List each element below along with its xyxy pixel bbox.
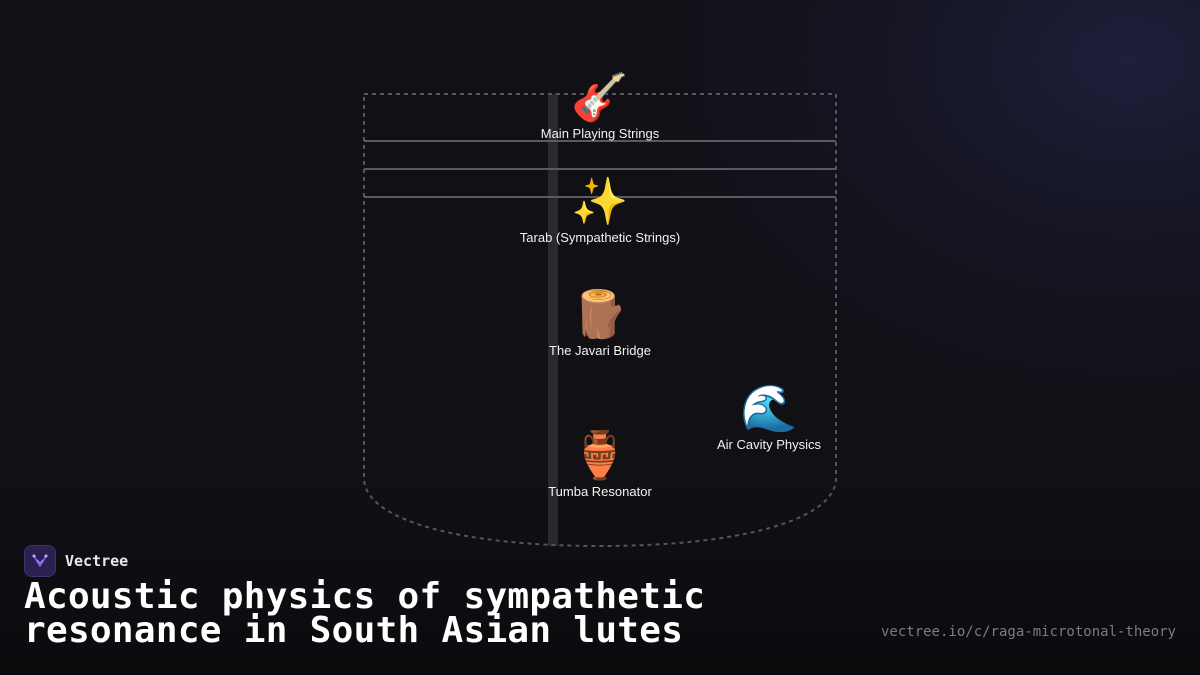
vectree-logo-icon bbox=[24, 545, 56, 577]
sparkles-icon: ✨ bbox=[571, 174, 629, 228]
wave-icon: 🌊 bbox=[740, 381, 798, 435]
node-label: Tarab (Sympathetic Strings) bbox=[519, 230, 681, 245]
instrument-neck bbox=[548, 94, 558, 546]
source-url[interactable]: vectree.io/c/raga-microtonal-theory bbox=[880, 624, 1176, 640]
instrument-body-outline bbox=[363, 93, 837, 548]
node-javari-bridge: 🪵 The Javari Bridge bbox=[480, 287, 720, 358]
wood-log-icon: 🪵 bbox=[571, 287, 629, 341]
node-label: Main Playing Strings bbox=[540, 126, 660, 141]
page-title: Acoustic physics of sympathetic resonanc… bbox=[24, 576, 706, 651]
node-label: Air Cavity Physics bbox=[716, 437, 822, 452]
node-label: The Javari Bridge bbox=[549, 343, 651, 358]
node-tarab: ✨ Tarab (Sympathetic Strings) bbox=[480, 174, 720, 245]
node-tumba-resonator: 🏺 Tumba Resonator bbox=[480, 428, 720, 499]
guitar-icon: 🎸 bbox=[571, 70, 629, 124]
amphora-icon: 🏺 bbox=[571, 428, 629, 482]
node-air-cavity: 🌊 Air Cavity Physics bbox=[649, 381, 889, 452]
brand-name: Vectree bbox=[65, 552, 129, 570]
node-main-strings: 🎸 Main Playing Strings bbox=[480, 70, 720, 141]
node-label: Tumba Resonator bbox=[548, 484, 652, 499]
brand: Vectree bbox=[24, 544, 128, 578]
